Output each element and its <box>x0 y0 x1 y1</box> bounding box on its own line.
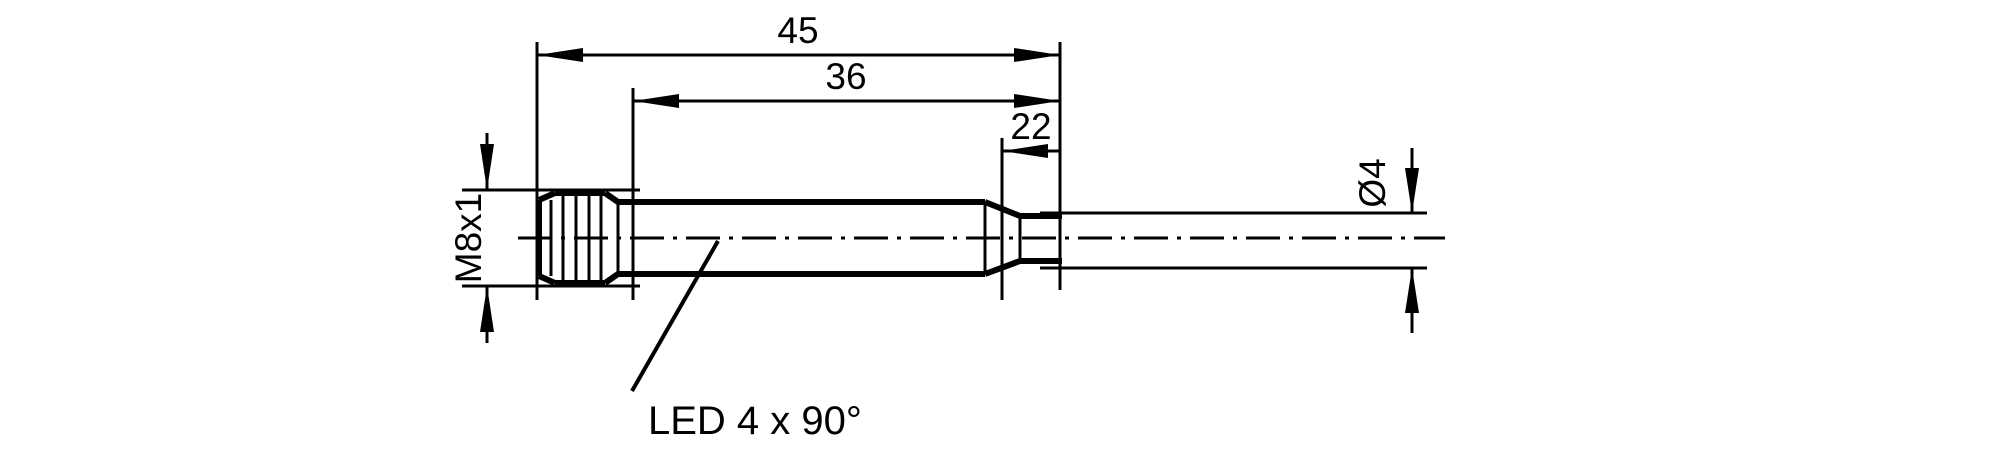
arrowhead-dia4-bottom <box>1405 268 1419 313</box>
dimension-label-36: 36 <box>825 56 866 97</box>
led-leader-line <box>630 240 720 392</box>
thread-top-chamfer <box>537 190 557 203</box>
arrowhead-36-left <box>633 94 679 108</box>
dimension-label-dia4: Ø4 <box>1352 158 1393 207</box>
dimension-36: 36 <box>633 56 1060 108</box>
taper-top-edge <box>983 199 1022 219</box>
arrowhead-m8-top <box>480 144 494 190</box>
arrowhead-m8-bottom <box>480 286 494 332</box>
dimension-dia4: Ø4 <box>1040 148 1427 333</box>
led-note-label: LED 4 x 90° <box>648 399 862 443</box>
arrowhead-36-right <box>1014 94 1060 108</box>
arrowhead-45-left <box>537 48 583 62</box>
dimension-label-m8x1: M8x1 <box>448 193 489 283</box>
taper-bottom-edge <box>983 258 1022 277</box>
led-annotation: LED 4 x 90° <box>630 240 862 443</box>
thread-bottom-chamfer <box>537 273 557 286</box>
dimension-22: 22 <box>1002 106 1060 158</box>
arrowhead-45-right <box>1014 48 1060 62</box>
dimension-45: 45 <box>537 10 1060 62</box>
thread-top-step <box>603 190 620 205</box>
sensor-body-outline <box>536 190 1062 286</box>
arrowhead-22-left <box>1002 144 1048 158</box>
dimension-label-22: 22 <box>1010 106 1051 147</box>
dimension-label-45: 45 <box>777 10 818 51</box>
dimension-m8x1: M8x1 <box>448 133 640 343</box>
thread-bottom-step <box>603 271 620 286</box>
arrowhead-dia4-top <box>1405 168 1419 213</box>
